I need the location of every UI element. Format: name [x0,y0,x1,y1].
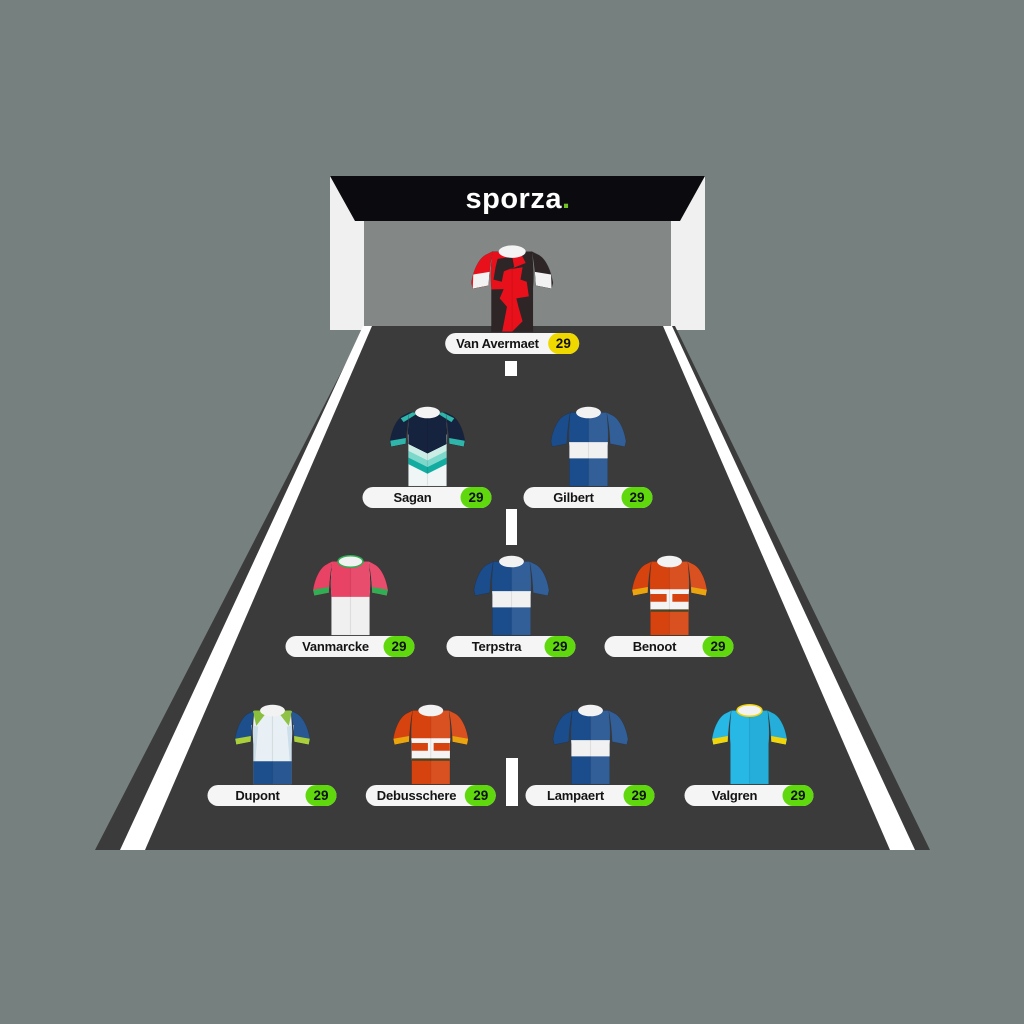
player-card-gilbert[interactable]: Gilbert 29 [523,402,653,508]
player-score-badge: 29 [702,636,734,657]
road-edge-line-right [663,326,915,850]
player-label: Vanmarcke 29 [285,636,415,657]
player-name: Benoot [632,639,677,654]
player-name: Van Avermaet [456,336,539,351]
jersey-quickstep [463,551,559,639]
player-label: Van Avermaet 29 [445,333,579,354]
jersey-bmc [460,240,564,336]
player-card-lampaert[interactable]: Lampaert 29 [525,700,655,806]
player-card-terpstra[interactable]: Terpstra 29 [446,551,576,657]
player-name: Dupont [235,788,280,803]
player-score-badge: 29 [544,636,576,657]
jersey-sagan [379,402,475,490]
player-score-badge: 29 [305,785,337,806]
player-score-badge: 29 [621,487,653,508]
player-label: Debusschere 29 [365,785,497,806]
road-center-dash [505,361,517,376]
player-name: Lampaert [547,788,604,803]
sporza-logo-text: sporza [465,183,562,215]
player-card-sagan[interactable]: Sagan 29 [362,402,492,508]
player-name: Vanmarcke [302,639,369,654]
jersey-verandas [224,700,320,788]
player-label: Lampaert 29 [525,785,655,806]
player-score-badge: 29 [383,636,415,657]
player-card-valgren[interactable]: Valgren 29 [684,700,814,806]
player-label: Gilbert 29 [523,487,653,508]
jersey-astana [701,700,797,788]
road-edge-line-left [120,326,372,850]
player-label: Terpstra 29 [446,636,576,657]
jersey-lotto [621,551,717,639]
player-label: Dupont 29 [207,785,337,806]
player-name: Gilbert [553,490,594,505]
player-score-badge: 29 [465,785,497,806]
player-score-badge: 29 [782,785,814,806]
player-name: Debusschere [376,788,457,803]
jersey-quickstep [542,700,638,788]
player-score-badge: 29 [623,785,655,806]
player-name: Valgren [711,788,758,803]
road-center-dash [506,509,517,545]
player-label: Sagan 29 [362,487,492,508]
player-card-dupont[interactable]: Dupont 29 [207,700,337,806]
jersey-lotto [383,700,479,788]
player-card-vanmarcke[interactable]: Vanmarcke 29 [285,551,415,657]
jersey-vanmarcke [302,551,398,639]
player-score-badge: 29 [547,333,579,354]
player-label: Valgren 29 [684,785,814,806]
player-card-debusschere[interactable]: Debusschere 29 [365,700,497,806]
player-name: Terpstra [471,639,522,654]
arch-banner [330,176,705,221]
player-label: Benoot 29 [604,636,734,657]
player-name: Sagan [393,490,432,505]
player-score-badge: 29 [460,487,492,508]
player-card-van-avermaet[interactable]: Van Avermaet 29 [445,240,579,354]
road-center-dash [506,758,518,806]
sporza-logo-dot: . [561,183,571,215]
sporza-logo: sporza. [465,183,570,216]
player-card-benoot[interactable]: Benoot 29 [604,551,734,657]
jersey-quickstep [540,402,636,490]
